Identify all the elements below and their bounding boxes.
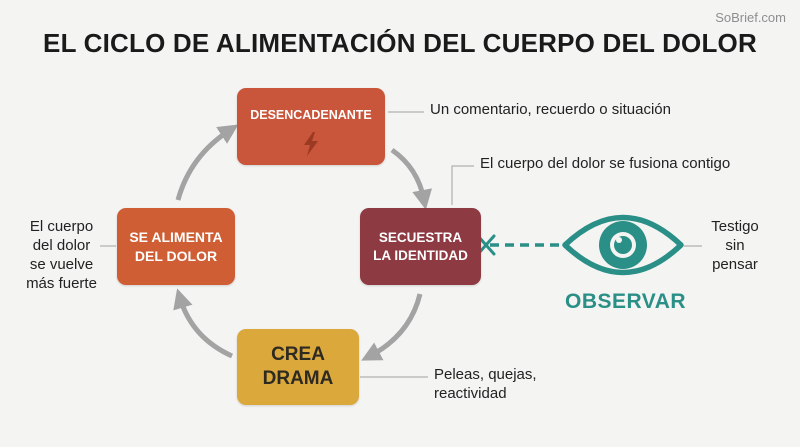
feeds-on-pain-box: SE ALIMENTA DEL DOLOR — [117, 208, 235, 285]
hijack-identity-box: SECUESTRA LA IDENTIDAD — [360, 208, 481, 285]
feed-note-line3: se vuelve — [29, 256, 94, 273]
trigger-box: DESENCADENANTE — [237, 88, 385, 165]
observe-label: OBSERVAR — [565, 290, 687, 313]
drama-label-line1: CREA — [271, 344, 325, 365]
leader-line-hijack — [451, 165, 474, 205]
drama-note: Peleas, quejas, reactividad — [434, 365, 537, 403]
page-title: EL CICLO DE ALIMENTACIÓN DEL CUERPO DEL … — [43, 28, 757, 58]
arrow-drama-to-feed — [173, 288, 234, 359]
witness-note-line1: Testigo — [711, 218, 759, 235]
trigger-label: DESENCADENANTE — [250, 108, 372, 122]
arrow-hijack-to-drama — [361, 293, 423, 361]
trigger-note: Un comentario, recuerdo o situación — [430, 101, 671, 118]
lightning-bolt-icon — [304, 132, 318, 156]
arrow-feed-to-trigger — [175, 124, 239, 201]
eye-icon — [562, 214, 684, 276]
create-drama-box: CREA DRAMA — [237, 329, 359, 405]
witness-note-line2: sin — [725, 237, 745, 254]
hijack-label-line2: LA IDENTIDAD — [373, 247, 468, 263]
feed-note-line2: del dolor — [32, 237, 91, 254]
hijack-note: El cuerpo del dolor se fusiona contigo — [480, 155, 731, 172]
feed-label-line1: SE ALIMENTA — [129, 228, 223, 245]
feed-label-line2: DEL DOLOR — [134, 247, 218, 264]
drama-note-line2: reactividad — [434, 385, 507, 402]
feed-note-line4: más fuerte — [26, 275, 97, 292]
hijack-label-line1: SECUESTRA — [378, 229, 463, 245]
arrow-trigger-to-hijack — [390, 147, 432, 210]
witness-note: Testigo sin pensar — [703, 217, 767, 274]
witness-note-line3: pensar — [712, 256, 758, 273]
watermark: SoBrief.com — [715, 10, 786, 25]
drama-label-line2: DRAMA — [262, 368, 334, 389]
feed-note-line1: El cuerpo — [29, 218, 94, 235]
drama-note-line1: Peleas, quejas, — [434, 366, 537, 383]
feed-note: El cuerpo del dolor se vuelve más fuerte — [24, 217, 99, 293]
